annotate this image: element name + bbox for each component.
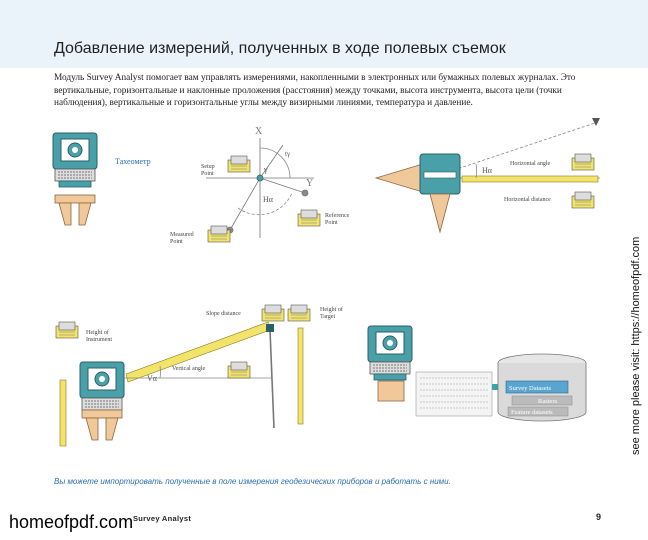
height-of-instrument-label-1: Height of bbox=[86, 329, 109, 336]
site-badge-text: homeofpdf.com bbox=[9, 512, 134, 532]
side-watermark-note: see more please visit: https://homeofpdf… bbox=[630, 236, 642, 455]
axis-y-label: Y bbox=[306, 178, 313, 189]
intro-paragraph: Модуль Survey Analyst помогает вам управ… bbox=[54, 73, 576, 108]
height-of-instrument-label-2: Instrument bbox=[86, 337, 112, 343]
import-diagram bbox=[367, 325, 587, 422]
feature-datasets-label: Feature datasets bbox=[511, 409, 553, 416]
height-of-target-label-1: Height of bbox=[320, 306, 343, 313]
angle-gamma-label: γ bbox=[263, 165, 268, 174]
site-badge: homeofpdf.com bbox=[0, 505, 133, 540]
measured-point-label-2: Point bbox=[170, 239, 183, 245]
angle-v-alpha-label: Vα bbox=[147, 374, 158, 383]
slope-distance-label: Slope distance bbox=[206, 311, 241, 317]
reference-point-label-1: Reference bbox=[325, 212, 350, 219]
figure-caption: Вы можете импортировать полученные в пол… bbox=[54, 477, 451, 486]
axis-x-label: X bbox=[255, 126, 263, 137]
page-number: 9 bbox=[596, 512, 602, 522]
rasters-label: Rasters bbox=[538, 398, 558, 405]
total-station-label: Тахеометр bbox=[115, 157, 151, 166]
angle-h-alpha-label: Hα bbox=[263, 195, 274, 204]
header-band bbox=[0, 0, 648, 68]
vertical-angle-label: Vertical angle bbox=[172, 366, 205, 372]
height-of-target-label-2: Target bbox=[320, 314, 335, 320]
horizontal-angle-label: Horizontal angle bbox=[510, 161, 550, 167]
horizontal-distance-label: Horizontal distance bbox=[504, 197, 551, 203]
survey-datasets-label: Survey Datasets bbox=[509, 385, 552, 392]
setup-point-label-1: Setup bbox=[201, 164, 215, 170]
angle-t-gamma-label: tγ bbox=[285, 150, 290, 158]
setup-point-label-2: Point bbox=[201, 171, 214, 177]
footer-product-name: Survey Analyst bbox=[133, 514, 192, 523]
measured-point-label-1: Measured bbox=[170, 232, 194, 238]
page-title: Добавление измерений, полученных в ходе … bbox=[54, 40, 506, 57]
horizontal-angle-h-alpha-label: Hα bbox=[482, 166, 493, 175]
total-station-figure bbox=[52, 132, 98, 226]
angle-diagram bbox=[206, 138, 314, 238]
horizontal-angle-diagram bbox=[374, 118, 600, 234]
reference-point-label-2: Point bbox=[325, 220, 338, 226]
